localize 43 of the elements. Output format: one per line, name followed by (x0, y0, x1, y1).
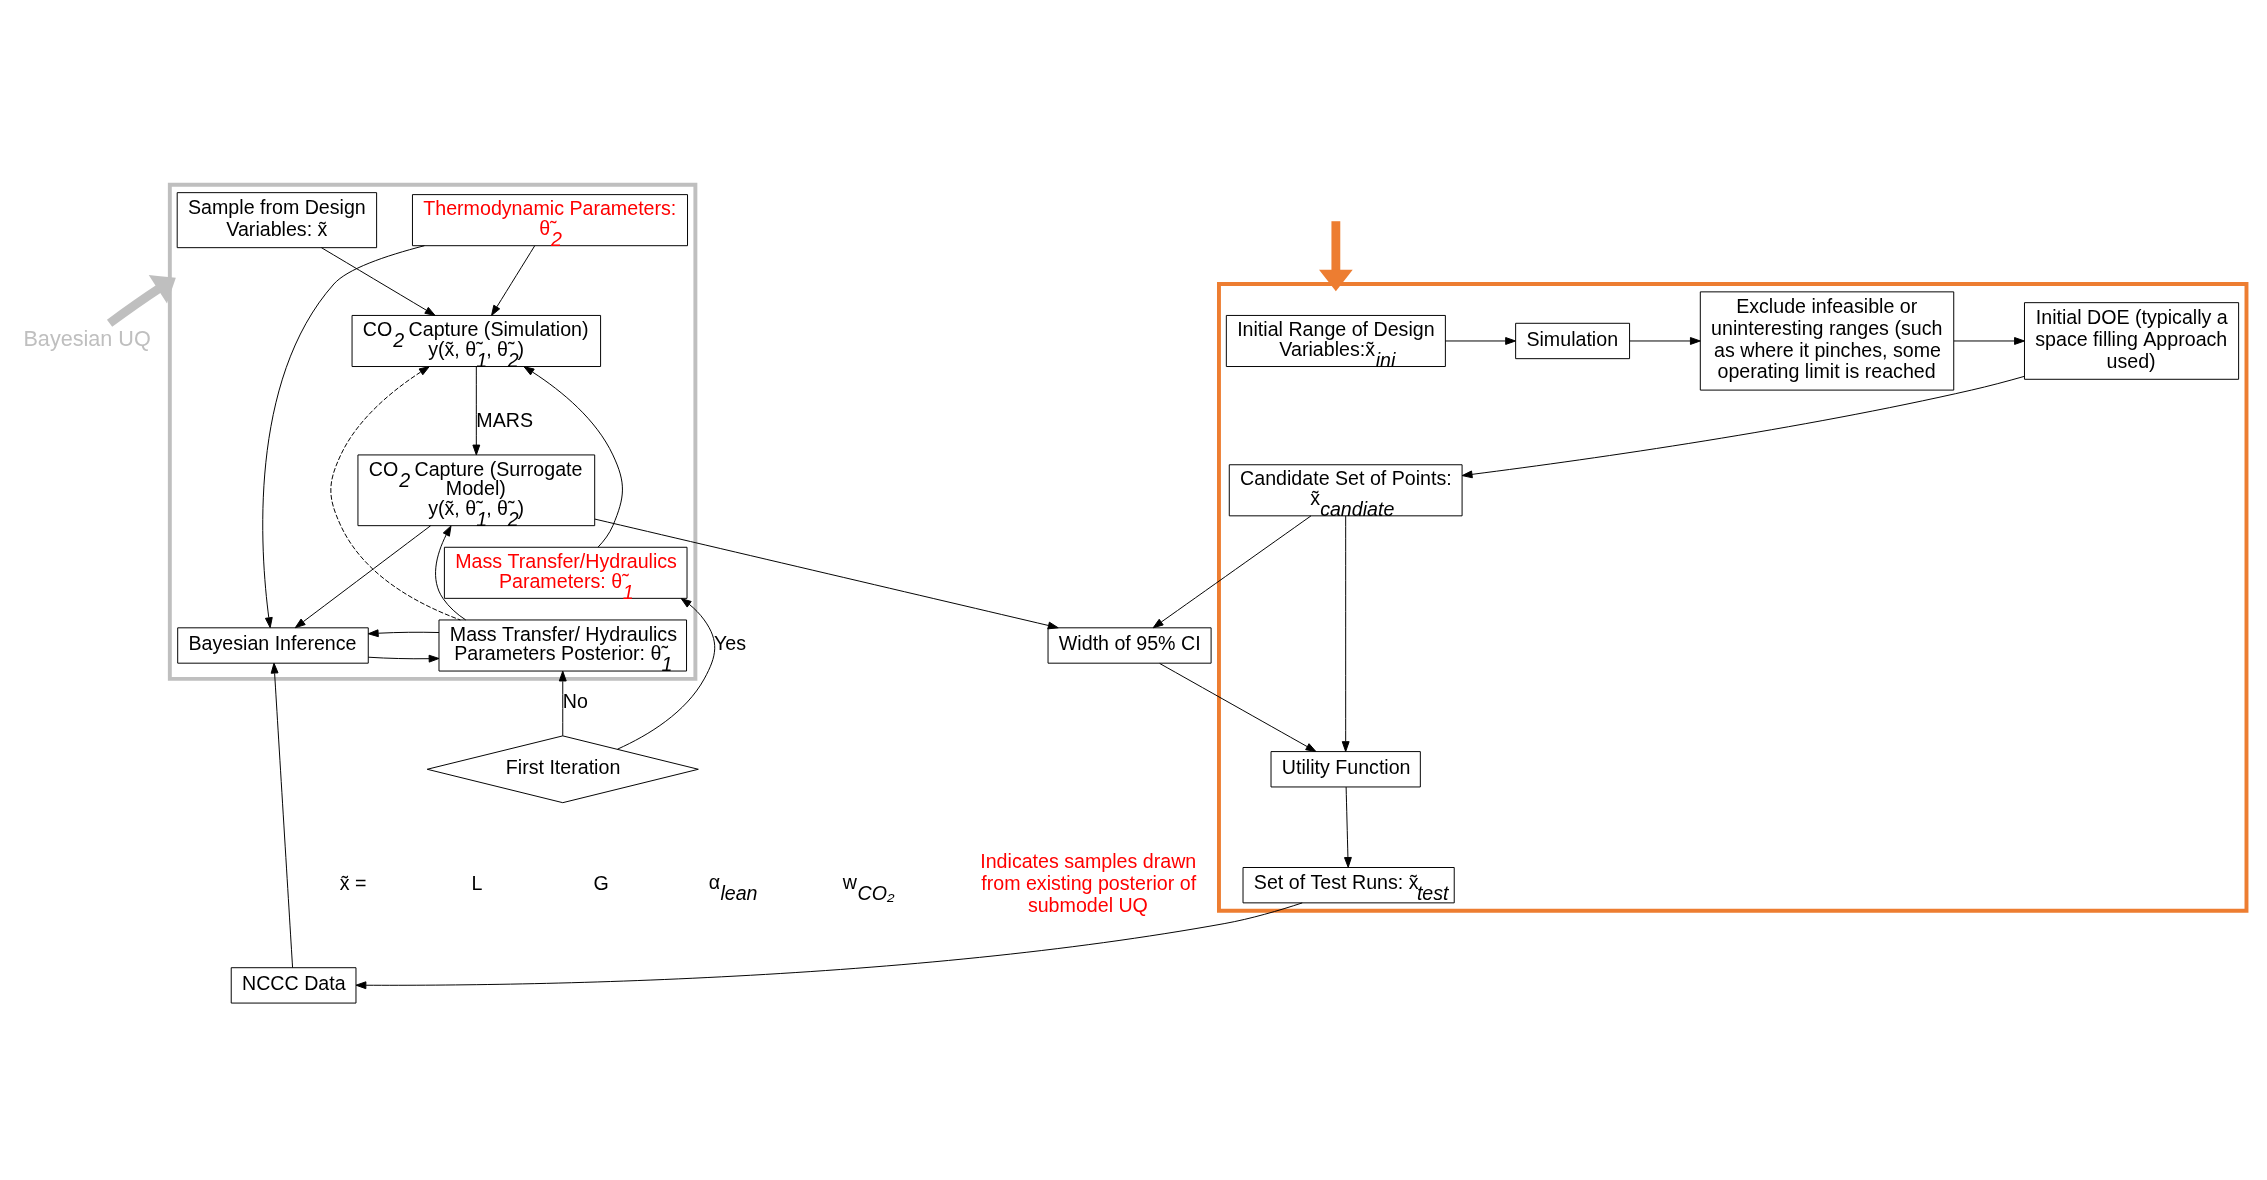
arrow (1319, 221, 1353, 292)
edge-label: No (562, 690, 588, 713)
node-box: Simulation (1515, 322, 1631, 360)
arrow (1444, 337, 1516, 345)
label: L (471, 872, 483, 895)
arrow (330, 366, 461, 621)
arrow (558, 670, 567, 737)
arrow (617, 598, 716, 750)
node-box: Bayesian Inference (177, 627, 369, 664)
node-box: Width of 95% CI (1047, 627, 1212, 664)
edge-label: Yes (714, 632, 747, 655)
arrow (472, 366, 481, 456)
arrow (367, 654, 440, 663)
label: Indicates samples drawn from existing posterior of submodel UQ (980, 850, 1197, 916)
arrow (355, 902, 1303, 990)
arrow (1953, 337, 2025, 345)
arrow (1341, 515, 1350, 752)
arrow (594, 518, 1059, 630)
arrow (1344, 786, 1352, 868)
arrow (1461, 375, 2025, 479)
node-box: Sample from Design Variables: x̃ (176, 192, 378, 249)
cluster (1217, 282, 2249, 913)
label: x̃ = (339, 872, 367, 895)
arrow (435, 525, 467, 621)
arrow (106, 275, 176, 327)
arrow (1152, 515, 1312, 629)
arrow (294, 525, 432, 629)
arrow (270, 662, 294, 969)
arrow (523, 366, 623, 548)
arrow (491, 245, 536, 316)
arrow (262, 245, 425, 629)
node-box: Exclude infeasible or uninteresting ranges (such as where it pinches, some operating limit is reached (1699, 291, 1955, 391)
node-diamond: First Iteration (426, 735, 699, 804)
node-box: NCCC Data (230, 967, 357, 1004)
node-box: Initial DOE (typically a space filling Approach used) (2024, 302, 2240, 380)
edge-label: MARS (476, 409, 534, 432)
label: G (593, 872, 609, 895)
node-text: Bayesian UQ (23, 326, 151, 352)
node-box: Utility Function (1270, 751, 1421, 788)
arrow (367, 629, 440, 638)
arrow (320, 247, 436, 316)
arrow (1159, 662, 1317, 752)
arrow (1629, 337, 1701, 345)
